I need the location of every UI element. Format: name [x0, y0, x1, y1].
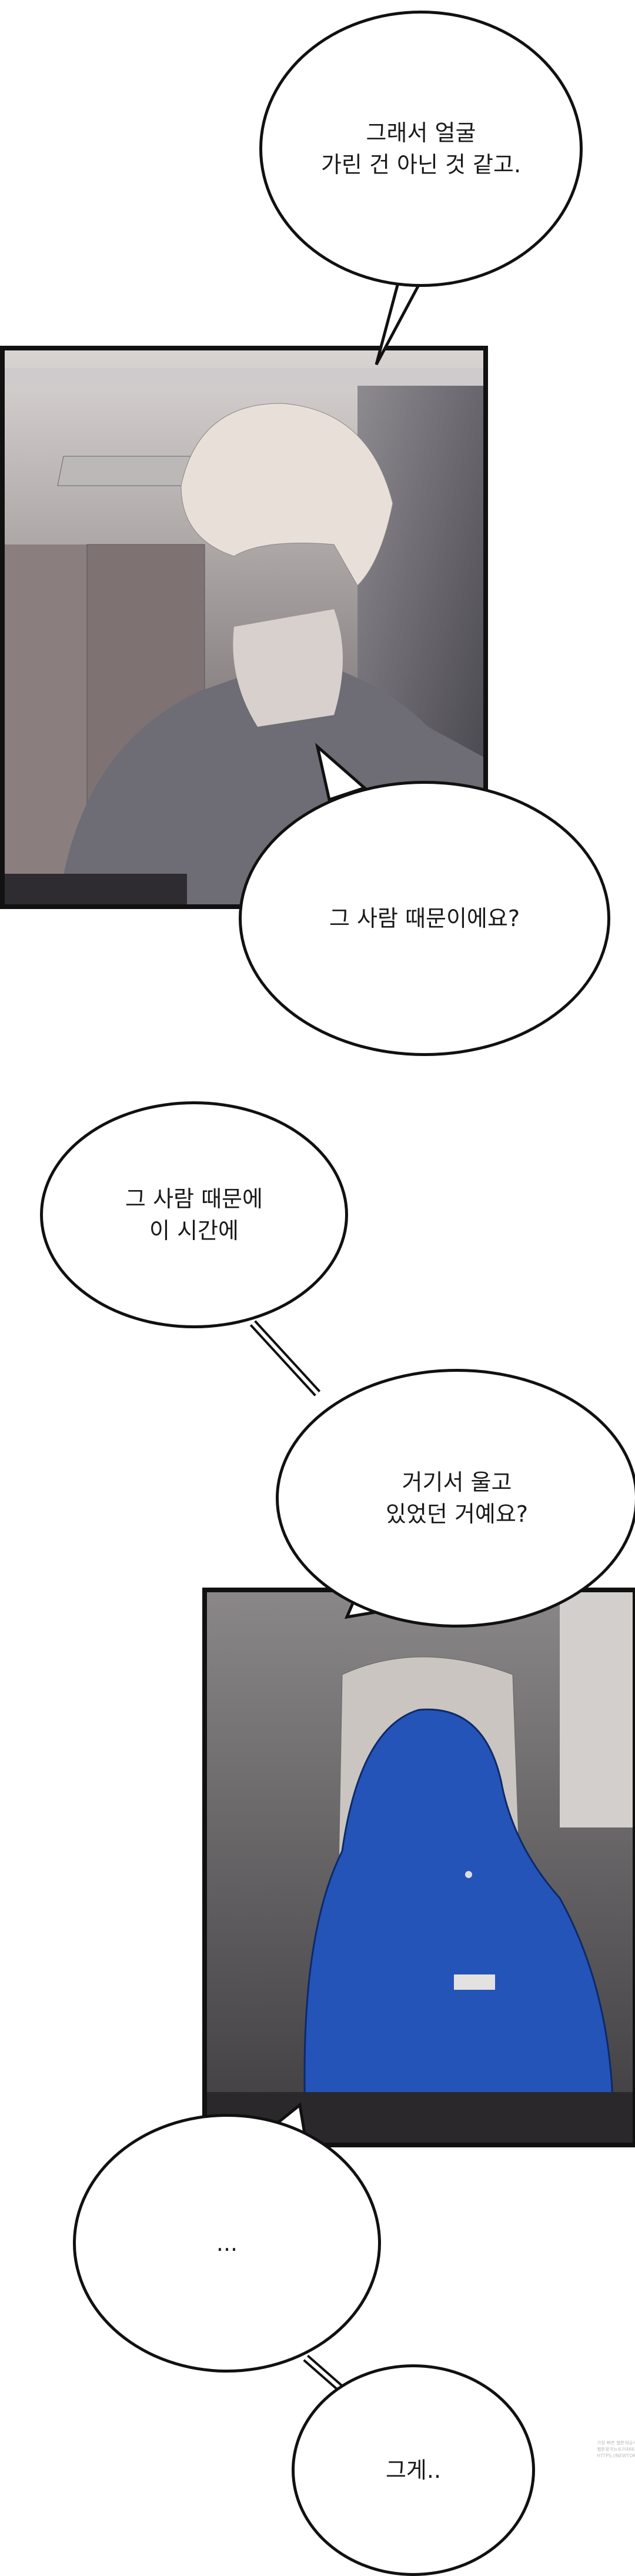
speech-text: ... [216, 2230, 238, 2256]
speech-text: 그 사람 때문이에요? [329, 906, 520, 931]
watermark-line1: 가장 빠른 웹툰제공사이트 [597, 2440, 635, 2446]
speech-bubble-4: 거기서 울고 있었던 거예요? [276, 1369, 635, 1628]
speech-bubble-1: 그래서 얼굴 가린 건 아닌 것 같고. [259, 11, 583, 287]
speech-bubble-2: 그 사람 때문이에요? [239, 781, 610, 1056]
speech-bubble-3: 그 사람 때문에 이 시간에 [40, 1101, 348, 1328]
speech-text: 그 사람 때문에 이 시간에 [125, 1186, 263, 1244]
speech-text: 거기서 울고 있었던 거예요? [385, 1469, 528, 1527]
comic-panel-hooded-person [202, 1588, 635, 2147]
site-watermark: 가장 빠른 웹툰제공사이트 웹툰왕국뉴토끼466 HTTPS://NEWTOKI… [594, 2440, 635, 2460]
speech-text: 그래서 얼굴 가린 건 아닌 것 같고. [320, 120, 522, 178]
speech-text: 그게.. [385, 2457, 442, 2483]
watermark-line3: HTTPS://NEWTOKI466.COM [597, 2453, 635, 2459]
watermark-line2: 웹툰왕국뉴토끼466 [597, 2447, 635, 2453]
speech-bubble-6: 그게.. [292, 2364, 535, 2576]
speech-bubble-5: ... [73, 2114, 381, 2373]
panel-illustration-hooded-person [207, 1592, 633, 2143]
